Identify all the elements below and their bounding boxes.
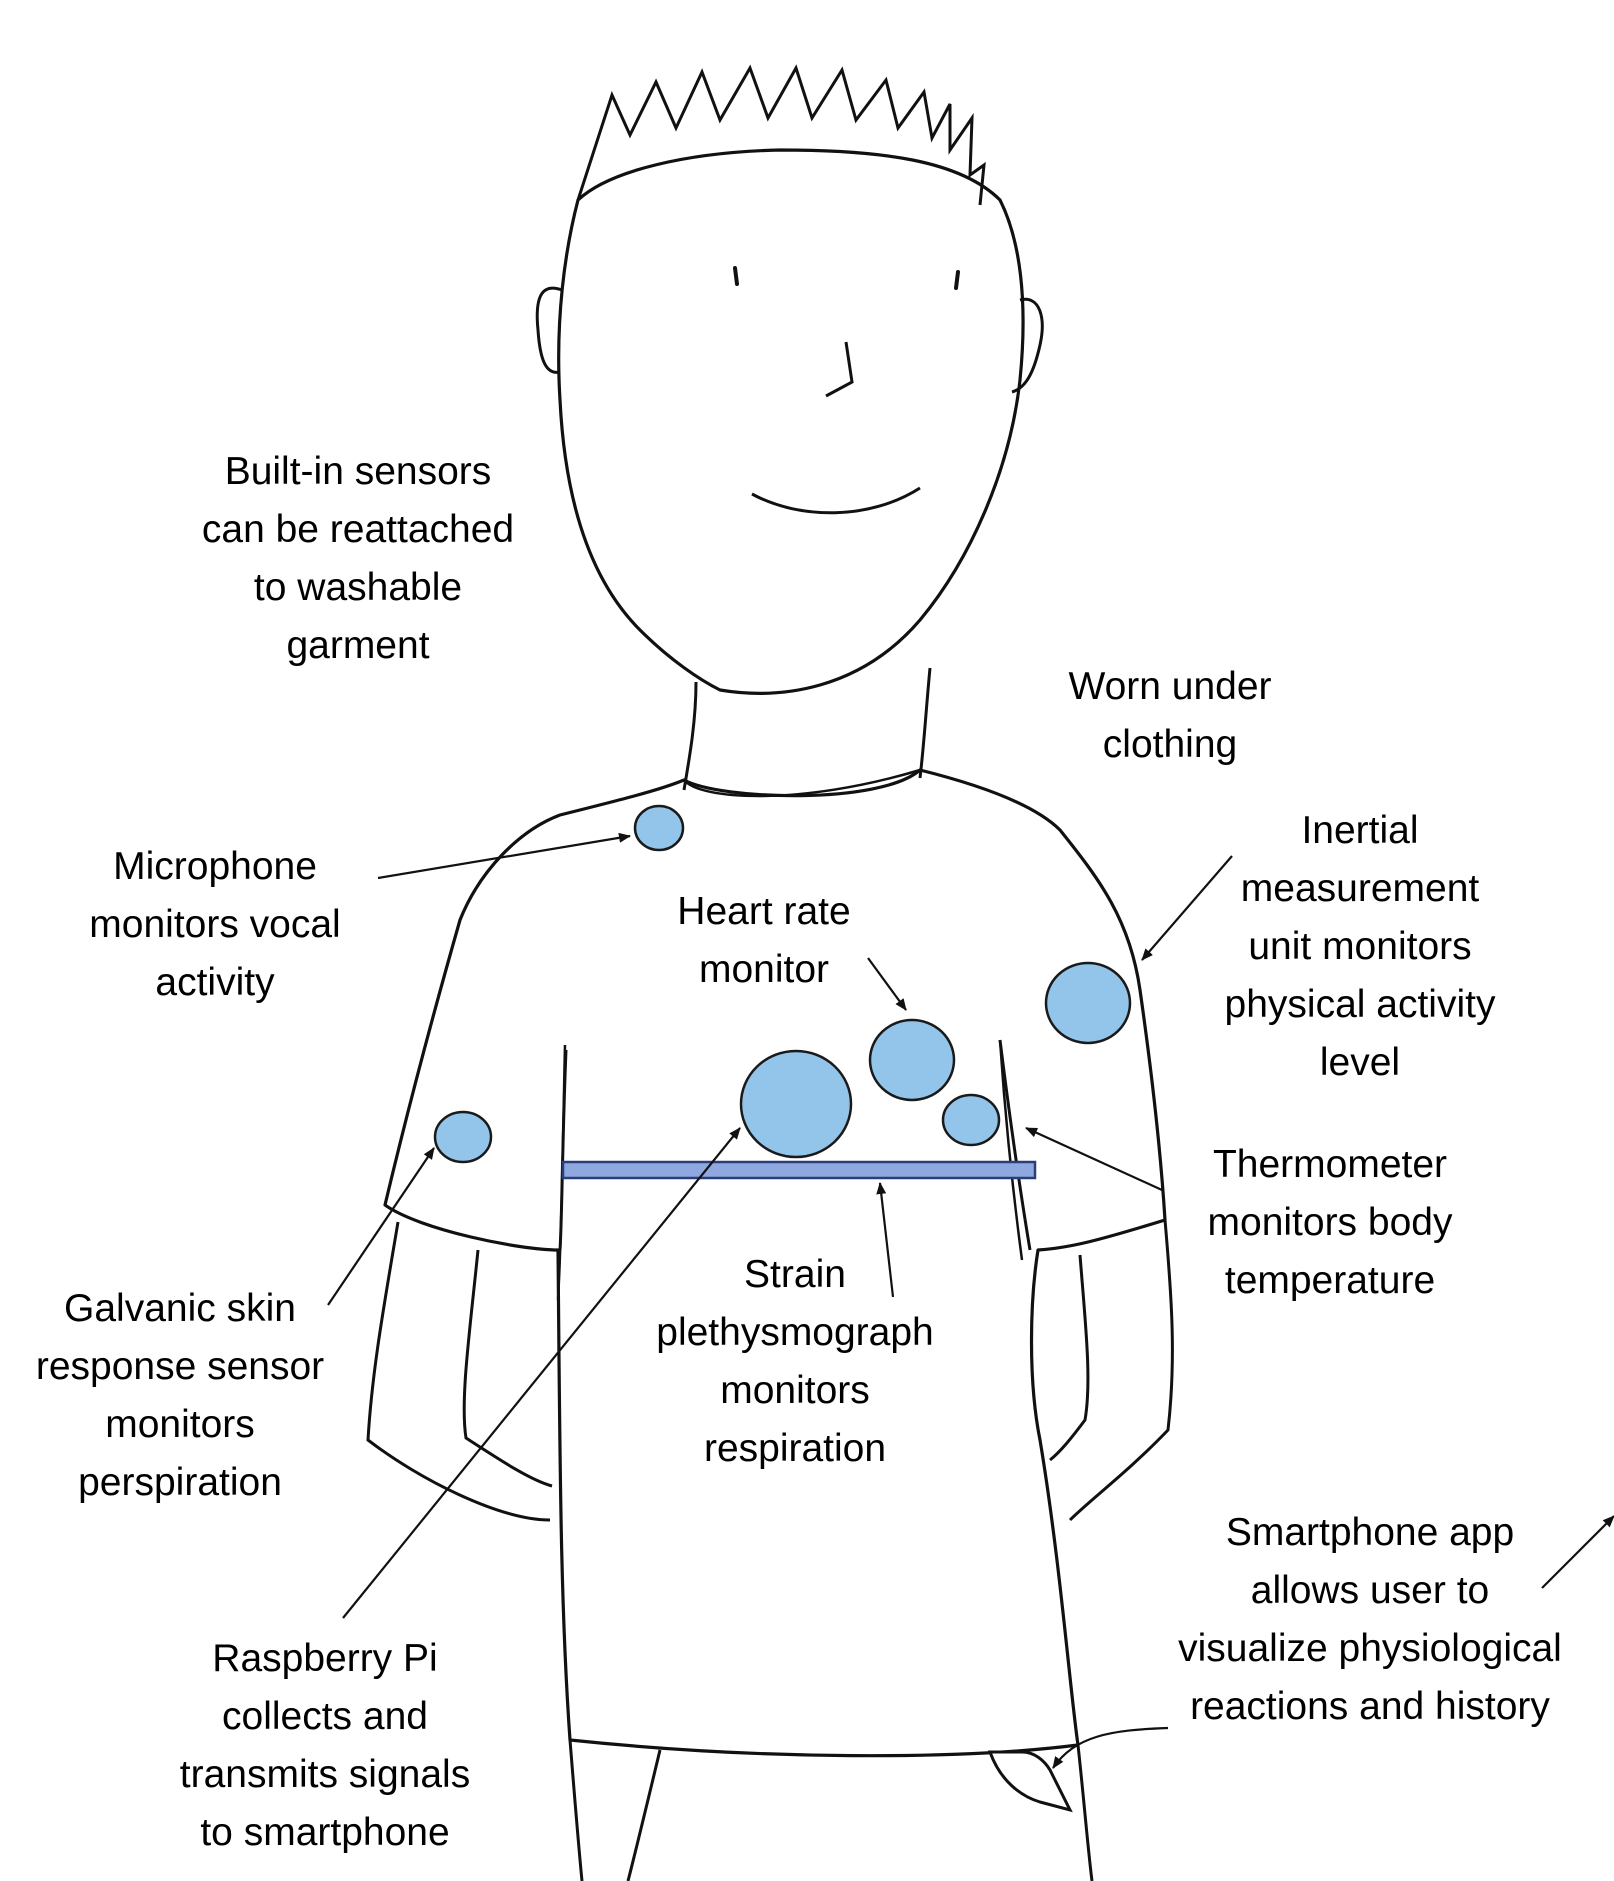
torso-right-line <box>1000 1040 1022 1260</box>
left-leg-inner <box>628 1750 660 1881</box>
label-heart-rate-monitor: Heart rate monitor <box>640 883 888 999</box>
label-microphone: Microphone monitors vocal activity <box>60 838 370 1012</box>
raspberry-pi-unit <box>741 1051 851 1157</box>
label-strain-plethysmograph: Strain plethysmograph monitors respirati… <box>630 1246 960 1478</box>
galvanic-skin-response-sensor <box>435 1112 491 1162</box>
label-thermometer: Thermometer monitors body temperature <box>1170 1136 1490 1310</box>
nose <box>826 342 852 396</box>
neck-left <box>684 682 696 790</box>
thermometer-sensor <box>943 1095 999 1145</box>
mouth <box>752 488 920 513</box>
right-leg <box>1078 1745 1092 1881</box>
label-inertial-measurement-unit: Inertial measurement unit monitors physi… <box>1190 802 1530 1092</box>
heart-rate-sensor <box>870 1020 954 1100</box>
label-smartphone-app: Smartphone app allows user to visualize … <box>1140 1504 1600 1736</box>
arrow-microphone <box>378 836 630 878</box>
right-sleeve-seam <box>1000 1040 1030 1250</box>
hair <box>578 68 984 205</box>
left-eye <box>735 268 737 284</box>
arrow-thermometer <box>1026 1128 1162 1190</box>
head-outline <box>559 150 1023 693</box>
strain-plethysmograph-strap <box>563 1162 1035 1178</box>
right-ear <box>1012 299 1042 392</box>
collar <box>684 770 920 796</box>
label-galvanic-skin-response: Galvanic skin response sensor monitors p… <box>10 1280 350 1512</box>
left-leg <box>570 1740 582 1881</box>
right-arm-inner <box>1050 1255 1088 1460</box>
right-arm <box>1070 1220 1172 1520</box>
label-worn-under-clothing: Worn under clothing <box>1010 658 1330 774</box>
imu-sensor <box>1046 963 1130 1043</box>
microphone-sensor <box>635 806 683 850</box>
label-built-in-sensors: Built-in sensors can be reattached to wa… <box>180 443 536 675</box>
label-raspberry-pi: Raspberry Pi collects and transmits sign… <box>150 1630 500 1862</box>
neck-right <box>920 668 930 778</box>
right-eye <box>956 272 958 288</box>
